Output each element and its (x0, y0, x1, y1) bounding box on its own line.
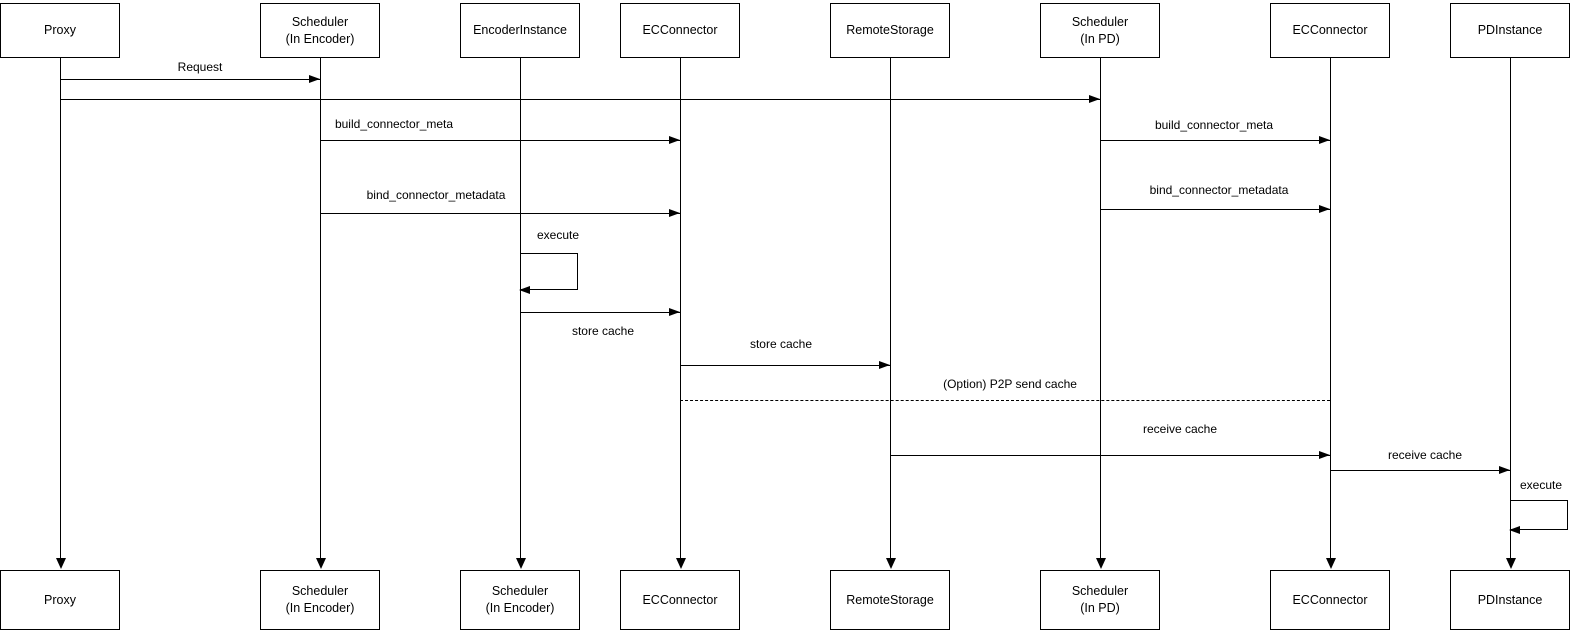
message-selfloop-execute-pd (1509, 500, 1568, 534)
actor-label: Scheduler (In Encoder) (485, 584, 555, 615)
message-label-build-connector-meta-left: build_connector_meta (334, 117, 454, 131)
lifeline-scheduler-pd (1100, 58, 1101, 560)
message-arrow-bind-connector-metadata-right (1100, 205, 1330, 213)
message-arrow-store-cache-to-ecconnector (520, 308, 680, 316)
actor-label: ECConnector (1292, 23, 1368, 38)
lifeline-proxy (60, 58, 61, 560)
message-label-execute-pd: execute (1520, 478, 1563, 492)
message-label-receive-cache-to-pdinstance: receive cache (1387, 448, 1463, 462)
message-arrow-build-connector-meta-right (1100, 136, 1330, 144)
lifeline-arrow-down-icon (886, 558, 896, 569)
lifeline-encoder-instance (520, 58, 521, 560)
message-label-store-cache-to-ecconnector: store cache (571, 324, 635, 338)
actor-label: Scheduler (In Encoder) (285, 584, 355, 615)
actor-label: Proxy (44, 592, 76, 607)
lifeline-arrow-down-icon (516, 558, 526, 569)
lifeline-arrow-down-icon (676, 558, 686, 569)
message-selfloop-execute-encoder (519, 253, 578, 294)
message-label-bind-connector-metadata-right: bind_connector_metadata (1149, 183, 1289, 197)
actor-label: Scheduler (In PD) (1071, 14, 1129, 46)
actor-label: PDInstance (1477, 592, 1543, 607)
lifeline-remote-storage (890, 58, 891, 560)
message-arrow-bind-connector-metadata-left (320, 209, 680, 217)
lifeline-ec-connector-1 (680, 58, 681, 560)
lifeline-arrow-down-icon (56, 558, 66, 569)
actor-bottom-remote-storage: RemoteStorage (830, 570, 950, 630)
actor-bottom-scheduler-encoder-2: Scheduler (In Encoder) (460, 570, 580, 630)
actor-top-ec-connector-1: ECConnector (620, 3, 740, 58)
actor-bottom-proxy: Proxy (0, 570, 120, 630)
message-label-receive-cache-to-ecconnector: receive cache (1142, 422, 1218, 436)
actor-bottom-ec-connector-2: ECConnector (1270, 570, 1390, 630)
actor-top-pd-instance: PDInstance (1450, 3, 1570, 58)
actor-top-encoder-instance: EncoderInstance (460, 3, 580, 58)
message-arrow-store-cache-to-remotestorage (680, 361, 890, 369)
actor-bottom-scheduler-encoder-1: Scheduler (In Encoder) (260, 570, 380, 630)
actor-label: PDInstance (1477, 23, 1543, 38)
actor-label: RemoteStorage (846, 23, 934, 38)
message-arrow-receive-cache-to-ecconnector (890, 451, 1330, 459)
actor-top-remote-storage: RemoteStorage (830, 3, 950, 58)
message-label-build-connector-meta-right: build_connector_meta (1154, 118, 1274, 132)
actor-top-scheduler-encoder: Scheduler (In Encoder) (260, 3, 380, 58)
actor-top-scheduler-pd: Scheduler (In PD) (1040, 3, 1160, 58)
lifeline-arrow-down-icon (1506, 558, 1516, 569)
actor-label: ECConnector (642, 592, 718, 607)
lifeline-arrow-down-icon (316, 558, 326, 569)
message-arrow-p2p-send-cache (680, 400, 1330, 401)
message-label-store-cache-to-remotestorage: store cache (749, 337, 813, 351)
lifeline-arrow-down-icon (1096, 558, 1106, 569)
actor-top-proxy: Proxy (0, 3, 120, 58)
message-arrow-request (60, 75, 320, 83)
actor-top-ec-connector-2: ECConnector (1270, 3, 1390, 58)
message-arrow-proxy-to-scheduler-pd (60, 95, 1100, 103)
message-label-request: Request (177, 60, 223, 74)
actor-label: EncoderInstance (473, 23, 567, 38)
actor-label: ECConnector (1292, 592, 1368, 607)
message-arrow-build-connector-meta-left (320, 136, 680, 144)
actor-label: Scheduler (In Encoder) (285, 14, 355, 46)
actor-bottom-ec-connector-1: ECConnector (620, 570, 740, 630)
actor-bottom-scheduler-pd: Scheduler (In PD) (1040, 570, 1160, 630)
actor-label: RemoteStorage (846, 592, 934, 607)
actor-label: Proxy (44, 23, 76, 38)
lifeline-arrow-down-icon (1326, 558, 1336, 569)
message-label-execute-encoder: execute (537, 228, 580, 242)
message-label-bind-connector-metadata-left: bind_connector_metadata (366, 188, 506, 202)
actor-bottom-pd-instance: PDInstance (1450, 570, 1570, 630)
message-arrow-receive-cache-to-pdinstance (1330, 466, 1510, 474)
lifeline-pd-instance (1510, 58, 1511, 560)
lifeline-scheduler-encoder (320, 58, 321, 560)
lifeline-ec-connector-2 (1330, 58, 1331, 560)
message-label-p2p-send-cache: (Option) P2P send cache (943, 377, 1077, 391)
actor-label: ECConnector (642, 23, 718, 38)
actor-label: Scheduler (In PD) (1071, 584, 1129, 615)
